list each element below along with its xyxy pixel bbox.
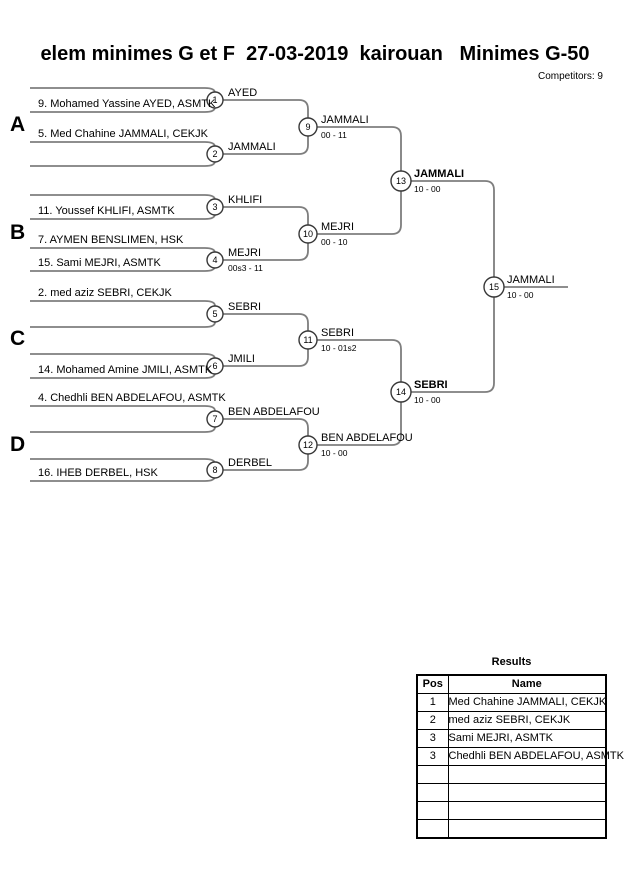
match-winner: JAMMALI bbox=[228, 141, 276, 153]
player-name: 7. AYMEN BENSLIMEN, HSK bbox=[38, 234, 184, 246]
match-winner: MEJRI bbox=[321, 221, 354, 233]
match-number: 12 bbox=[302, 440, 313, 450]
results-row bbox=[416, 801, 607, 820]
match-score: 00s3 - 11 bbox=[228, 263, 263, 273]
match-winner: JMILI bbox=[228, 353, 255, 365]
match-number: 4 bbox=[212, 255, 218, 265]
player-name: 9. Mohamed Yassine AYED, ASMTK bbox=[38, 98, 216, 110]
result-name: Med Chahine JAMMALI, CEKJK bbox=[447, 693, 607, 712]
match-score: 10 - 00 bbox=[414, 395, 441, 405]
result-pos: 2 bbox=[416, 711, 449, 730]
results-row bbox=[416, 819, 607, 839]
section-label-a: A bbox=[10, 113, 26, 136]
match-number: 6 bbox=[212, 361, 218, 371]
results-row: 3 Chedhli BEN ABDELAFOU, ASMTK bbox=[416, 747, 624, 766]
match-winner: AYED bbox=[228, 87, 258, 99]
result-name: Chedhli BEN ABDELAFOU, ASMTK bbox=[447, 747, 624, 766]
match-number: 9 bbox=[305, 122, 311, 132]
result-pos: 3 bbox=[416, 747, 449, 766]
match-winner: BEN ABDELAFOU bbox=[321, 432, 413, 444]
results-header-name: Name bbox=[447, 674, 607, 694]
result-pos bbox=[416, 765, 449, 784]
match-score: 00 - 11 bbox=[321, 130, 347, 140]
results-title: Results bbox=[491, 656, 532, 668]
player-name: 16. IHEB DERBEL, HSK bbox=[38, 467, 158, 479]
match-winner: SEBRI bbox=[228, 301, 262, 313]
match-score: 10 - 00 bbox=[507, 290, 534, 300]
results-header-row: Pos Name bbox=[416, 674, 607, 694]
results-row: 2 med aziz SEBRI, CEKJK bbox=[416, 711, 607, 730]
match-winner: KHLIFI bbox=[228, 194, 263, 206]
match-number: 14 bbox=[395, 387, 406, 397]
tournament-champion: JAMMALI bbox=[507, 274, 555, 286]
match-winner: BEN ABDELAFOU bbox=[228, 406, 320, 418]
results-row: 3 Sami MEJRI, ASMTK bbox=[416, 729, 607, 748]
match-score: 10 - 01s2 bbox=[321, 343, 357, 353]
match-number: 7 bbox=[212, 414, 218, 424]
player-name: 15. Sami MEJRI, ASMTK bbox=[38, 257, 161, 269]
match-winner: SEBRI bbox=[414, 379, 448, 391]
bracket-diagram bbox=[30, 87, 568, 482]
match-score: 10 - 00 bbox=[414, 184, 441, 194]
match-number: 3 bbox=[212, 202, 218, 212]
match-winner: DERBEL bbox=[228, 457, 273, 469]
result-name bbox=[447, 765, 607, 784]
result-pos: 3 bbox=[416, 729, 449, 748]
results-header-pos: Pos bbox=[416, 674, 449, 694]
player-name: 2. med aziz SEBRI, CEKJK bbox=[38, 287, 172, 299]
match-winner: JAMMALI bbox=[321, 114, 369, 126]
match-number: 2 bbox=[212, 149, 218, 159]
result-pos: 1 bbox=[416, 693, 449, 712]
match-circles bbox=[206, 91, 505, 479]
match-winner: MEJRI bbox=[228, 247, 261, 259]
page-title: elem minimes G et F 27-03-2019 kairouan … bbox=[40, 43, 590, 65]
match-score: 00 - 10 bbox=[321, 237, 348, 247]
player-name: 11. Youssef KHLIFI, ASMTK bbox=[38, 205, 175, 217]
player-name: 4. Chedhli BEN ABDELAFOU, ASMTK bbox=[38, 392, 226, 404]
match-number: 8 bbox=[212, 465, 218, 475]
results-row: 1 Med Chahine JAMMALI, CEKJK bbox=[416, 693, 607, 712]
results-table: Pos Name 1 Med Chahine JAMMALI, CEKJK 2 … bbox=[416, 674, 624, 839]
result-name bbox=[447, 783, 607, 802]
player-name: 5. Med Chahine JAMMALI, CEKJK bbox=[38, 128, 208, 140]
result-pos bbox=[416, 801, 449, 820]
result-pos bbox=[416, 783, 449, 802]
result-name bbox=[447, 801, 607, 820]
match-number: 5 bbox=[212, 309, 218, 319]
competitors-count: Competitors: 9 bbox=[537, 71, 603, 82]
match-number: 15 bbox=[488, 282, 499, 292]
player-name: 14. Mohamed Amine JMILI, ASMTK bbox=[38, 364, 213, 376]
section-label-c: C bbox=[10, 327, 26, 350]
results-row bbox=[416, 765, 607, 784]
result-name bbox=[447, 819, 607, 839]
result-name: Sami MEJRI, ASMTK bbox=[447, 729, 607, 748]
match-number: 1 bbox=[212, 95, 218, 105]
match-number: 13 bbox=[395, 176, 406, 186]
results-row bbox=[416, 783, 607, 802]
match-winner: JAMMALI bbox=[414, 168, 465, 180]
result-name: med aziz SEBRI, CEKJK bbox=[447, 711, 607, 730]
section-label-b: B bbox=[10, 221, 26, 244]
match-number: 10 bbox=[302, 229, 313, 239]
result-pos bbox=[416, 819, 449, 839]
match-number: 11 bbox=[303, 335, 313, 345]
match-winner: SEBRI bbox=[321, 327, 355, 339]
match-score: 10 - 00 bbox=[321, 448, 348, 458]
section-label-d: D bbox=[10, 433, 26, 456]
